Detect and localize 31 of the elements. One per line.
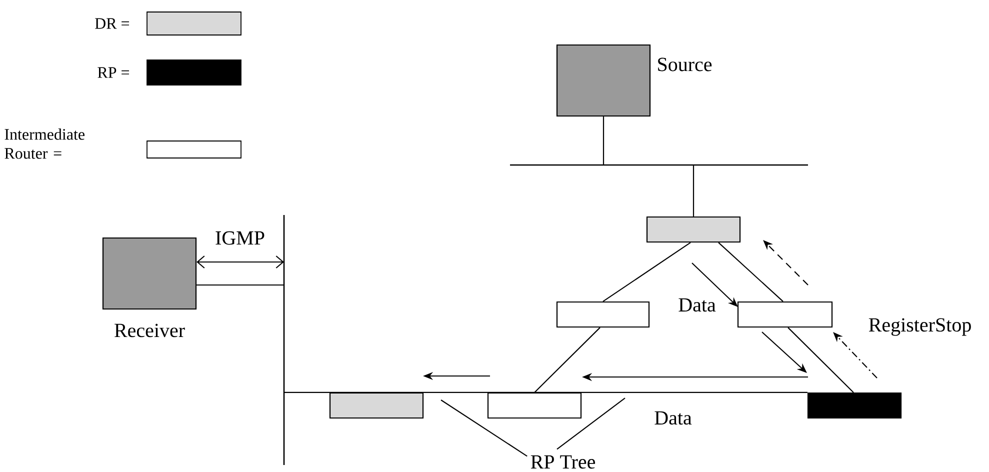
link-line	[602, 242, 691, 302]
leader-line	[440, 400, 528, 457]
flow-label: Data	[678, 298, 716, 312]
link-line	[602, 116, 604, 165]
node-label: Source	[658, 58, 712, 72]
link-line	[692, 165, 694, 216]
router-box	[807, 392, 902, 419]
router-box	[329, 392, 424, 419]
network-line	[510, 164, 808, 166]
link-line	[534, 327, 600, 393]
network-line	[283, 215, 285, 465]
node-label: Receiver	[114, 324, 185, 338]
link-line	[196, 256, 284, 268]
tree-label: RP Tree	[530, 455, 596, 469]
edge-label: IGMP	[216, 231, 264, 245]
host-box	[102, 237, 197, 310]
link-line	[718, 242, 784, 302]
leader-line	[556, 398, 626, 450]
link-line	[788, 327, 854, 393]
legend-label: RP =	[98, 67, 129, 78]
host-box	[556, 44, 651, 117]
router-box	[556, 301, 650, 328]
legend-label: DR =	[95, 18, 129, 29]
flow-label: Data	[654, 411, 692, 425]
router-box	[646, 216, 741, 243]
router-box	[737, 301, 833, 328]
link-line	[284, 392, 808, 393]
router-box	[487, 392, 582, 419]
link-line	[196, 284, 284, 286]
flow-label: RegisterStop	[868, 318, 971, 336]
legend-label: Intermediate Router =	[4, 128, 84, 159]
